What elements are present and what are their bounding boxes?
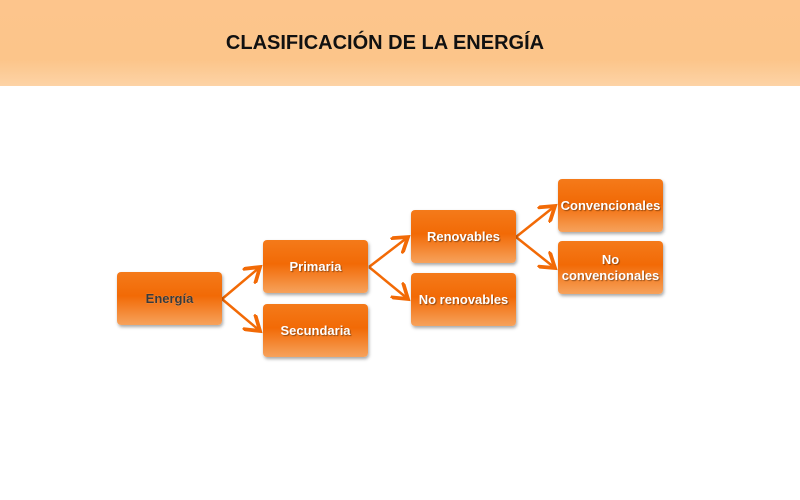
node-no-renovables: No renovables bbox=[411, 273, 516, 326]
header-band bbox=[0, 0, 800, 86]
node-secundaria: Secundaria bbox=[263, 304, 368, 357]
page-title: CLASIFICACIÓN DE LA ENERGÍA bbox=[225, 32, 545, 54]
node-primaria: Primaria bbox=[263, 240, 368, 293]
node-energia: Energía bbox=[117, 272, 222, 325]
arrow-primaria-renovables bbox=[368, 237, 408, 268]
arrow-primaria-norenovables bbox=[368, 266, 408, 299]
node-renovables: Renovables bbox=[411, 210, 516, 263]
arrow-renovables-noconvencionales bbox=[515, 236, 555, 268]
node-no-convencionales: No convencionales bbox=[558, 241, 663, 294]
arrow-renovables-convencionales bbox=[515, 206, 555, 238]
arrow-energia-primaria bbox=[221, 267, 260, 300]
node-convencionales: Convencionales bbox=[558, 179, 663, 232]
arrow-energia-secundaria bbox=[221, 298, 260, 331]
